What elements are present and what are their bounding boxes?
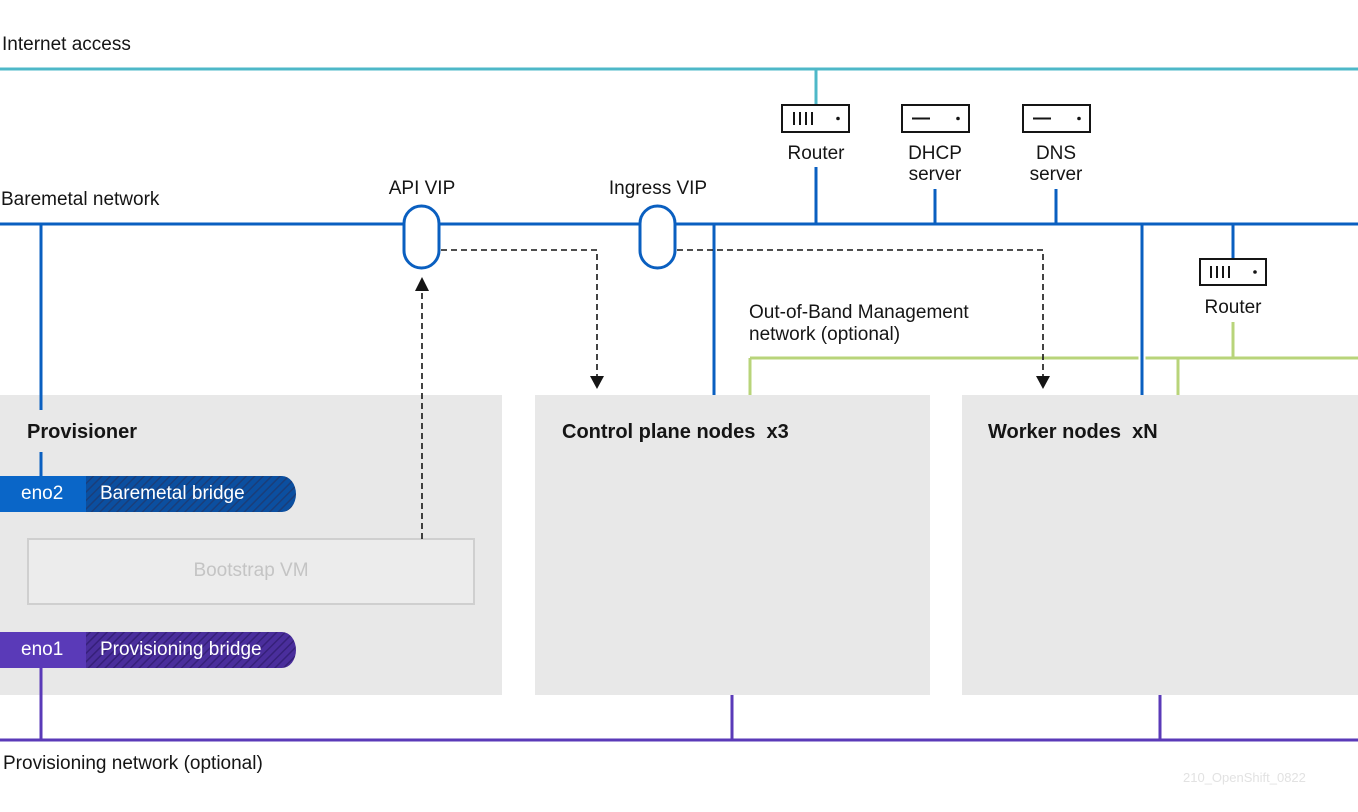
dhcp-label-line2: server [908, 164, 962, 185]
internet-access-label: Internet access [2, 34, 131, 55]
bootstrap-vm-box [27, 538, 475, 605]
dns-server-icon [1022, 104, 1091, 133]
dns-label-line1: DNS [1035, 143, 1077, 164]
dhcp-server-icon [901, 104, 970, 133]
router-right-label: Router [1204, 297, 1262, 318]
oob-network-label-line1: Out-of-Band Management [749, 302, 969, 323]
router-top-icon [781, 104, 850, 133]
eno1-label: eno1 [21, 639, 64, 660]
api-vip-label: API VIP [388, 178, 456, 199]
router-top-label: Router [787, 143, 845, 164]
oob-network-label-line2: network (optional) [749, 324, 901, 345]
eno1-provisioning-bridge-pill [0, 632, 296, 668]
control-plane-box [535, 395, 930, 695]
worker-nodes-title: Worker nodes xN [988, 421, 1158, 443]
dhcp-label-line1: DHCP [908, 143, 962, 164]
api-vip-to-control-plane-arrow [441, 249, 604, 389]
dns-label-line2: server [1029, 164, 1083, 185]
ingress-vip-to-worker-arrow [677, 249, 1050, 389]
baremetal-network-label: Baremetal network [1, 189, 160, 210]
bootstrap-to-api-vip-arrow [415, 277, 429, 539]
router-right-icon [1199, 258, 1267, 286]
bootstrap-vm-label: Bootstrap VM [193, 560, 309, 581]
provisioner-title: Provisioner [27, 421, 138, 443]
eno2-label: eno2 [21, 483, 64, 504]
api-vip-icon [402, 204, 441, 270]
ingress-vip-icon [638, 204, 677, 270]
ingress-vip-label: Ingress VIP [608, 178, 708, 199]
provisioning-network-label: Provisioning network (optional) [3, 753, 263, 774]
figure-id-watermark: 210_OpenShift_0822 [1183, 770, 1306, 785]
worker-nodes-box [962, 395, 1358, 695]
control-plane-title: Control plane nodes x3 [562, 421, 789, 443]
baremetal-bridge-label: Baremetal bridge [100, 483, 245, 504]
eno2-baremetal-bridge-pill [0, 476, 296, 512]
provisioning-bridge-label: Provisioning bridge [100, 639, 262, 660]
